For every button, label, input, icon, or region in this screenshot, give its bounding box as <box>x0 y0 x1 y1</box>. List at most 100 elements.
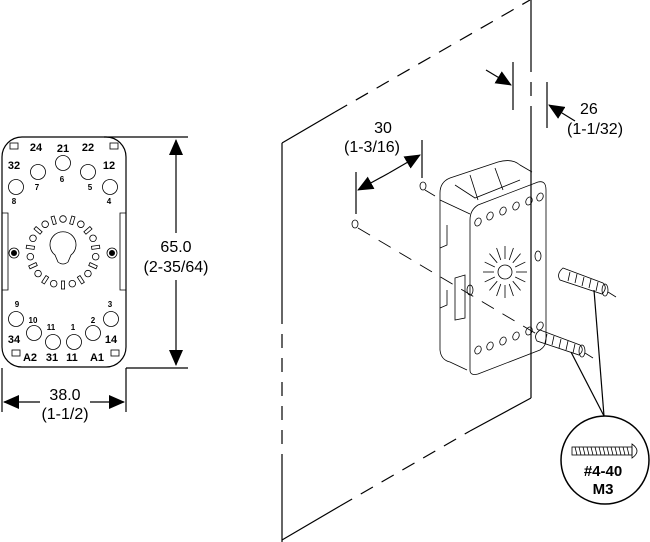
left-clip <box>2 212 9 291</box>
terminal-label: A2 <box>23 352 37 364</box>
corner-square <box>9 142 19 150</box>
socket-edge <box>439 199 471 215</box>
screw-icon-head <box>631 443 638 459</box>
panel-offset-in: (1-1/32) <box>567 121 623 138</box>
terminal-screws <box>466 192 544 355</box>
pin-socket-slot <box>88 262 98 270</box>
panel-edge <box>281 505 341 541</box>
pin-socket-slot <box>489 280 498 291</box>
terminal-screw <box>26 325 42 341</box>
width-dimension: 38.0 (1-1/2) <box>1 368 127 423</box>
leader-line <box>593 289 605 417</box>
pin-socket-round <box>68 279 76 288</box>
terminal-screw <box>512 201 520 211</box>
screw-callout: #4-40 M3 <box>560 415 650 505</box>
height-in: (2-35/64) <box>144 259 209 276</box>
terminal-label: 34 <box>8 334 21 346</box>
panel-offset-dimension: 26 (1-1/32) <box>485 62 623 138</box>
terminal-label: 21 <box>57 143 69 155</box>
terminal-screw <box>525 326 533 336</box>
pin-socket-slot <box>28 262 38 270</box>
terminal-screw <box>536 192 544 202</box>
dimension-arrow <box>485 69 512 86</box>
terminal-label: 11 <box>66 352 78 364</box>
center-key-hole <box>49 231 77 265</box>
pin-socket-slot <box>69 215 76 226</box>
pin-number: 6 <box>60 175 65 184</box>
panel-edge <box>469 397 532 432</box>
screw-thread <box>567 271 599 292</box>
terminal-screw <box>66 334 82 350</box>
height-dimension: 65.0 (2-35/64) <box>104 136 209 369</box>
thread-line <box>618 446 622 456</box>
callout-circle <box>560 415 650 505</box>
screw-icon-thread <box>574 446 630 456</box>
leader-line <box>570 351 605 417</box>
screw-head <box>578 344 586 358</box>
screw-body <box>535 329 583 356</box>
pin-socket-round <box>89 234 97 242</box>
hole-spacing-in: (1-3/16) <box>344 139 400 156</box>
thread-line <box>606 446 610 456</box>
thread-line <box>594 446 598 456</box>
thread-line <box>610 446 614 456</box>
terminal-screw <box>103 311 119 327</box>
terminal-screw <box>486 211 494 221</box>
terminal-screw <box>474 217 482 227</box>
mounting-hole <box>534 250 542 262</box>
octal-pin-ring <box>25 215 101 290</box>
pin-socket-slot <box>514 276 526 283</box>
terminal-screw <box>474 345 482 355</box>
socket-housing-detail <box>454 167 521 201</box>
pin-socket-slot <box>60 280 65 290</box>
pin-socket-slot <box>83 225 93 235</box>
mounting-hole <box>109 250 115 256</box>
pin-socket-slot <box>91 244 101 250</box>
pin-socket-slot <box>484 261 496 268</box>
panel-edge-hidden <box>339 430 471 507</box>
pin-socket-round <box>26 252 35 261</box>
mounting-panel <box>281 0 532 542</box>
thread-line <box>578 446 582 456</box>
center-line <box>424 189 436 197</box>
panel-offset-mm: 26 <box>580 101 598 118</box>
thread-line <box>586 446 590 456</box>
terminal-screw <box>499 206 507 216</box>
mounting-hole <box>466 284 474 296</box>
pin-socket-slot <box>25 244 35 250</box>
pin-socket-round <box>34 269 42 278</box>
terminal-label: 31 <box>46 352 58 364</box>
pin-socket-slot <box>76 274 85 285</box>
pin-number: 8 <box>12 197 17 206</box>
mounting-screw-upper <box>558 267 617 298</box>
thread-line <box>598 446 602 456</box>
dimension-arrow <box>357 172 390 191</box>
corner-square <box>110 349 120 357</box>
terminal-screw <box>80 164 96 180</box>
socket-outline <box>1 136 127 368</box>
pin-socket-round <box>41 220 49 228</box>
pin-socket-slot <box>496 247 502 261</box>
terminal-screw <box>55 155 71 171</box>
thread-line <box>626 446 630 456</box>
corner-square <box>11 349 21 357</box>
pin-socket-slot <box>41 274 50 285</box>
thread-line <box>602 446 606 456</box>
mounting-screw-lower <box>535 329 594 359</box>
pin-socket-slot <box>508 283 514 297</box>
thread-line <box>590 446 594 456</box>
panel-hole <box>351 219 359 229</box>
pin-socket-slot <box>484 276 496 283</box>
dimension-arrow <box>548 104 576 122</box>
pin-socket-round <box>59 215 67 223</box>
pin-sockets <box>483 246 527 298</box>
terminal-screw <box>486 341 494 351</box>
height-mm: 65.0 <box>160 239 191 256</box>
terminal-screw <box>499 336 507 346</box>
terminal-screw <box>30 164 46 180</box>
pin-socket-slot <box>50 215 57 226</box>
thread-line <box>574 446 578 456</box>
socket-front-view: 24 21 22 32 12 8 7 6 5 4 9 10 11 1 2 3 <box>1 136 127 368</box>
pin-number: 5 <box>88 183 93 192</box>
